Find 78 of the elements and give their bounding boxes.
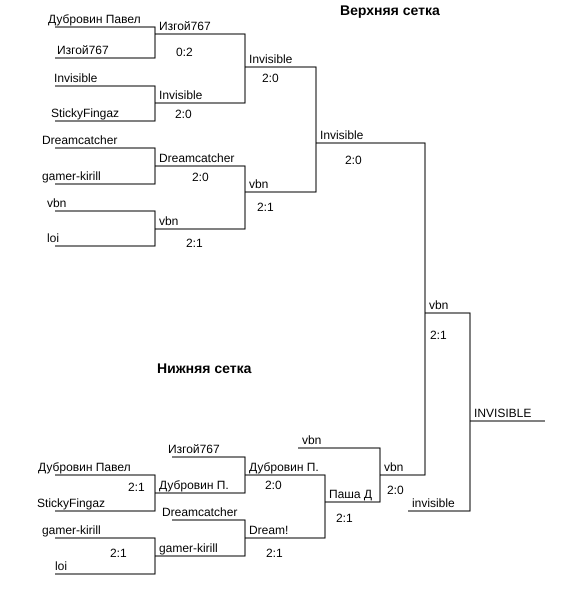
- match-score: 2:0: [192, 170, 209, 184]
- match-score: 2:1: [257, 200, 274, 214]
- section-heading: Верхняя сетка: [340, 2, 440, 18]
- bracket-line: [324, 474, 380, 502]
- player-name: Invisible: [155, 88, 204, 103]
- player-name: Invisible: [50, 71, 98, 86]
- player-name: StickyFingaz: [47, 106, 120, 121]
- match-score: 2:1: [266, 546, 283, 560]
- bracket-line: [154, 192, 246, 230]
- player-name: Dreamcatcher: [158, 505, 238, 520]
- player-name: Дубровин П.: [155, 478, 230, 493]
- bracket-line: [54, 148, 156, 166]
- match-score: 2:1: [430, 328, 447, 342]
- player-name: StickyFingaz: [33, 496, 106, 511]
- bracket-line: [380, 312, 426, 476]
- match-score: 2:0: [262, 71, 279, 85]
- player-name: vbn: [245, 177, 270, 192]
- match-score: 2:1: [110, 546, 127, 560]
- player-name: vbn: [298, 433, 322, 448]
- section-heading: Нижняя сетка: [157, 360, 252, 376]
- player-name: loi: [43, 231, 60, 246]
- player-name: Dreamcatcher: [38, 133, 118, 148]
- match-score: 0:2: [176, 45, 193, 59]
- bracket-line: [172, 520, 246, 538]
- bracket-line: [54, 228, 156, 246]
- bracket-line: [54, 538, 156, 556]
- match-score: 2:0: [265, 478, 282, 492]
- bracket-line: [244, 502, 326, 538]
- bracket-line: [54, 166, 156, 184]
- bracket-line: [54, 210, 156, 230]
- bracket-line: [54, 556, 156, 574]
- match-score: 2:0: [387, 483, 404, 497]
- bracket-line: [244, 142, 316, 192]
- bracket-line: [316, 142, 426, 314]
- player-name: Дубровин П.: [245, 460, 320, 475]
- bracket-line: [298, 448, 380, 476]
- match-score: 2:0: [345, 153, 362, 167]
- bracket-line: [424, 312, 470, 422]
- bracket-line: [408, 420, 470, 512]
- player-name: Invisible: [316, 128, 364, 143]
- bracket-line: [154, 66, 246, 104]
- player-name: Изгой767: [164, 442, 221, 457]
- player-name: INVISIBLE: [470, 406, 532, 421]
- bracket-line: [54, 34, 156, 58]
- bracket-line: [54, 474, 156, 494]
- player-name: vbn: [380, 460, 404, 475]
- player-name: invisible: [408, 496, 456, 511]
- player-name: loi: [51, 559, 68, 574]
- player-name: gamer-kirill: [38, 169, 102, 184]
- player-name: gamer-kirill: [38, 523, 102, 538]
- match-score: 2:0: [175, 107, 192, 121]
- player-name: vbn: [155, 214, 180, 229]
- bracket-line: [54, 86, 156, 104]
- match-score: 2:1: [128, 480, 145, 494]
- player-name: Дубровин Павел: [34, 460, 132, 475]
- player-name: Dream!: [245, 523, 290, 538]
- bracket-line: [172, 456, 246, 476]
- bracket-line: [154, 474, 246, 494]
- player-name: Дубровин Павел: [44, 12, 142, 27]
- bracket-line: [54, 102, 156, 122]
- bracket-line: [244, 66, 316, 144]
- player-name: vbn: [43, 196, 68, 211]
- player-name: Паша Д: [325, 487, 374, 502]
- player-name: Invisible: [245, 52, 294, 67]
- bracket-line: [54, 492, 156, 512]
- bracket-line: [154, 166, 246, 192]
- player-name: Dreamcatcher: [155, 151, 236, 166]
- bracket-line: [154, 34, 246, 68]
- match-score: 2:1: [336, 511, 353, 525]
- player-name: Изгой767: [155, 19, 212, 34]
- player-name: gamer-kirill: [155, 541, 219, 556]
- player-name: vbn: [425, 298, 450, 313]
- bracket-line: [154, 538, 246, 556]
- bracket-line: [244, 474, 326, 502]
- match-score: 2:1: [186, 236, 203, 250]
- player-name: Изгой767: [53, 43, 110, 58]
- bracket-line: [54, 26, 156, 34]
- bracket-line: [470, 420, 546, 422]
